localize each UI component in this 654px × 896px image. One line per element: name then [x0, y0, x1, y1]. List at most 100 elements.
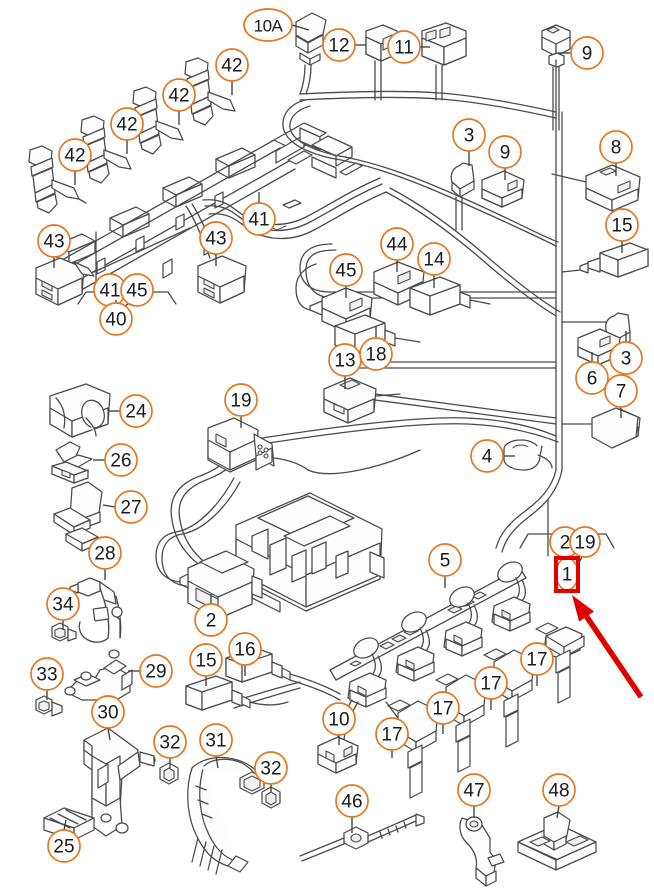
- callout-9[interactable]: 9: [488, 135, 522, 169]
- callout-41[interactable]: 41: [93, 273, 127, 307]
- callout-17[interactable]: 17: [520, 642, 554, 676]
- callout-7[interactable]: 7: [604, 374, 638, 408]
- mid-connectors: [295, 261, 639, 449]
- callout-leader-line: [102, 504, 116, 508]
- callout-label: 10A: [254, 17, 284, 36]
- callout-6[interactable]: 6: [575, 361, 609, 395]
- callout-2[interactable]: 2: [194, 603, 228, 637]
- callout-42[interactable]: 42: [215, 48, 249, 82]
- callout-label: 42: [168, 86, 189, 107]
- callout-circle: [58, 138, 92, 172]
- callout-4[interactable]: 4: [470, 439, 504, 473]
- callout-label: 43: [43, 232, 64, 253]
- callout-30[interactable]: 30: [91, 695, 125, 729]
- callout-circle: [452, 118, 486, 152]
- callout-8[interactable]: 8: [599, 130, 633, 164]
- callout-25[interactable]: 25: [47, 829, 81, 863]
- callout-44[interactable]: 44: [380, 227, 414, 261]
- callout-28[interactable]: 28: [88, 536, 122, 570]
- callout-17[interactable]: 17: [375, 717, 409, 751]
- callout-circle: [47, 829, 81, 863]
- callout-45[interactable]: 45: [120, 273, 154, 307]
- callout-15[interactable]: 15: [605, 208, 639, 242]
- callout-label: 42: [221, 56, 242, 77]
- callout-label: 44: [386, 235, 408, 256]
- callout-3[interactable]: 3: [609, 341, 643, 375]
- callout-circle: [91, 695, 125, 729]
- callout-19[interactable]: 19: [569, 526, 601, 558]
- callout-48[interactable]: 48: [542, 773, 576, 807]
- callout-17[interactable]: 17: [474, 666, 508, 700]
- callout-10A[interactable]: 10A: [243, 8, 293, 42]
- callout-14[interactable]: 14: [417, 242, 451, 276]
- callout-47[interactable]: 47: [457, 773, 491, 807]
- callout-45[interactable]: 45: [329, 253, 363, 287]
- callout-43[interactable]: 43: [37, 224, 71, 258]
- callout-circle: [119, 394, 153, 428]
- callout-27[interactable]: 27: [114, 490, 148, 524]
- callout-43[interactable]: 43: [199, 221, 233, 255]
- callout-24[interactable]: 24: [119, 394, 153, 428]
- callout-26[interactable]: 26: [104, 443, 138, 477]
- callout-42[interactable]: 42: [110, 107, 144, 141]
- callout-5[interactable]: 5: [428, 543, 462, 577]
- callout-46[interactable]: 46: [335, 784, 369, 818]
- bottom-left-brackets: [43, 649, 281, 875]
- callout-15[interactable]: 15: [189, 643, 223, 677]
- callout-10[interactable]: 10: [322, 702, 356, 736]
- callout-circle: [104, 443, 138, 477]
- callout-label: 31: [205, 731, 226, 752]
- callout-12[interactable]: 12: [322, 28, 356, 62]
- callout-40[interactable]: 40: [99, 302, 133, 336]
- callout-17[interactable]: 17: [426, 691, 460, 725]
- callout-label: 16: [234, 640, 255, 661]
- callout-42[interactable]: 42: [58, 138, 92, 172]
- callout-32[interactable]: 32: [254, 751, 288, 785]
- callout-31[interactable]: 31: [199, 723, 233, 757]
- callout-leader-line: [291, 24, 310, 31]
- callout-circle: [322, 28, 356, 62]
- callout-32[interactable]: 32: [153, 725, 187, 759]
- callout-label: 45: [126, 281, 147, 302]
- callout-circle: [228, 632, 262, 666]
- callout-3[interactable]: 3: [452, 118, 486, 152]
- ignition-coil: [491, 577, 585, 704]
- callout-label: 1: [562, 565, 573, 586]
- callout-19[interactable]: 19: [224, 383, 258, 417]
- callout-29[interactable]: 29: [139, 654, 173, 688]
- callout-circle: [114, 490, 148, 524]
- callout-circle: [139, 654, 173, 688]
- callout-leader-line: [215, 755, 219, 769]
- highlight-arrow-shaft: [584, 614, 644, 699]
- callout-9[interactable]: 9: [570, 36, 604, 70]
- callout-label: 17: [480, 674, 501, 695]
- callout-label: 27: [120, 498, 141, 519]
- callout-33[interactable]: 33: [30, 657, 64, 691]
- callout-circle: [428, 543, 462, 577]
- callout-circle: [88, 536, 122, 570]
- callout-circle: [110, 107, 144, 141]
- callout-label: 9: [582, 44, 593, 65]
- callout-42[interactable]: 42: [162, 78, 196, 112]
- callout-circle: [426, 691, 460, 725]
- callout-circle: [569, 526, 601, 558]
- callout-label: 47: [463, 781, 484, 802]
- callout-circle: [215, 48, 249, 82]
- callout-16[interactable]: 16: [228, 632, 262, 666]
- callout-label: 26: [110, 451, 131, 472]
- left-brackets: [35, 383, 123, 717]
- callout-11[interactable]: 11: [387, 30, 421, 64]
- callout-circle: [605, 208, 639, 242]
- callout-label: 13: [334, 351, 355, 372]
- callout-leader-line: [556, 805, 560, 819]
- callout-41[interactable]: 41: [242, 202, 276, 236]
- callout-34[interactable]: 34: [46, 587, 80, 621]
- bottom-accessories: [299, 811, 597, 887]
- callout-18[interactable]: 18: [359, 337, 393, 371]
- callout-13[interactable]: 13: [328, 343, 362, 377]
- callout-label: 32: [159, 733, 180, 754]
- callout-label: 8: [611, 138, 622, 159]
- engine-control-module: [155, 417, 421, 620]
- connectors-43: [35, 203, 247, 306]
